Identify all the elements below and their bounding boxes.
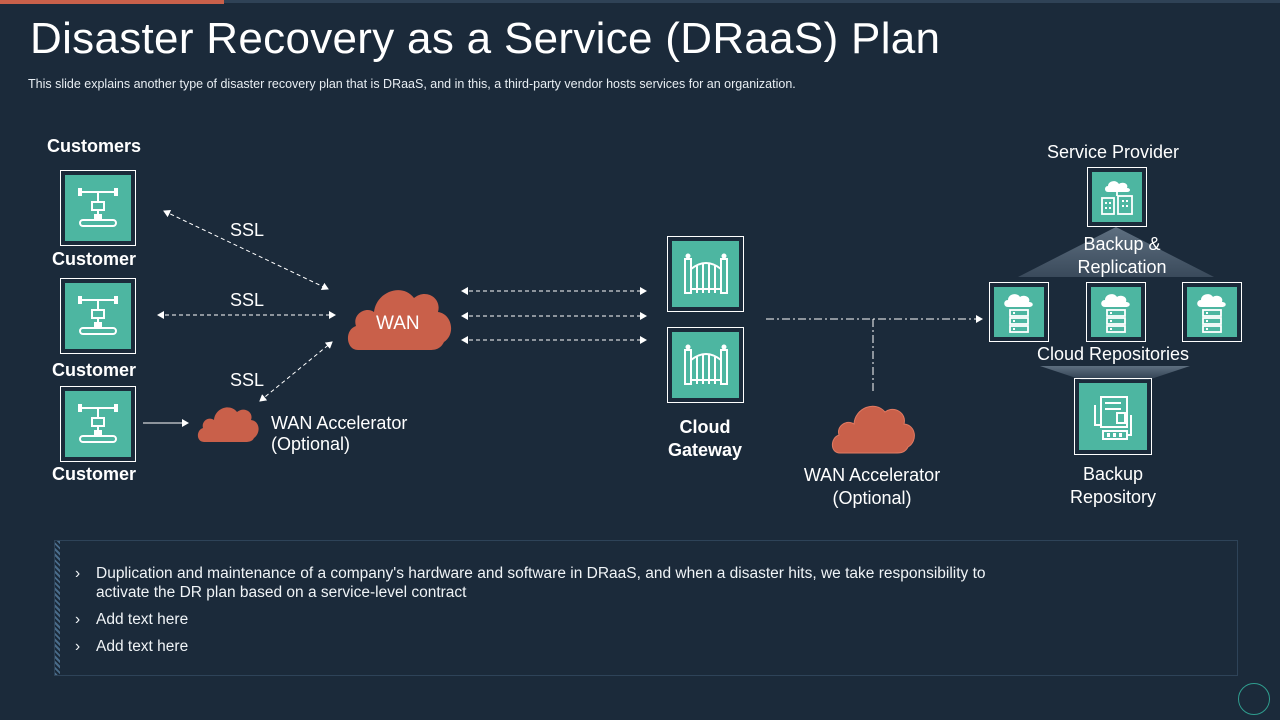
top-rule (0, 0, 1280, 3)
wan-label: WAN (376, 313, 420, 334)
slide-title: Disaster Recovery as a Service (DRaaS) P… (30, 14, 941, 63)
workflow-icon (78, 404, 118, 443)
backup-replication-label: Backup & Replication (1077, 234, 1167, 277)
cloud-server-icon (1101, 294, 1130, 333)
cloud-repositories-label: Cloud Repositories (1036, 344, 1190, 364)
ssl-arrow-3 (259, 341, 333, 402)
bullets-accent-bar (55, 541, 60, 675)
customer-2-label: Customer (52, 360, 137, 380)
bullet-1-line-2: activate the DR plan based on a service-… (96, 584, 467, 601)
cloud-building-icon (1101, 181, 1133, 215)
wan-accelerator-cloud-icon[interactable] (830, 398, 916, 454)
ssl-arrow-1 (163, 209, 329, 291)
cloud-repository-node-3[interactable] (1182, 282, 1242, 342)
cloud-repository-node-2[interactable] (1086, 282, 1146, 342)
backup-repository-node[interactable] (1074, 378, 1152, 455)
customer-1-node[interactable] (60, 170, 136, 246)
chevron-right-icon: › (75, 638, 81, 655)
workflow-icon (78, 296, 118, 335)
chevron-right-icon: › (75, 611, 81, 628)
bullet-3-text: Add text here (96, 638, 189, 655)
service-provider-node[interactable] (1087, 167, 1147, 227)
customer-2-node[interactable] (60, 278, 136, 354)
cloud-gateway-node-1[interactable] (667, 236, 744, 312)
backup-repository-label: Backup Repository (1069, 464, 1157, 507)
cloud-gateway-node-2[interactable] (667, 327, 744, 403)
gate-icon (683, 253, 728, 294)
ssl-label-1: SSL (230, 220, 265, 240)
bullet-2-text: Add text here (96, 611, 189, 628)
top-accent-bar (0, 0, 224, 4)
wan-accelerator-label-left: WAN Accelerator (Optional) (271, 413, 408, 454)
customers-heading: Customers (47, 136, 142, 156)
gate-icon (683, 344, 728, 385)
wan-cloud-icon[interactable] (344, 280, 456, 352)
backup-storage-icon (1094, 395, 1132, 440)
cloud-gateway-label: Cloud Gateway (667, 417, 743, 460)
customer-3-label: Customer (52, 464, 137, 484)
workflow-icon (78, 188, 118, 227)
bullet-1-line-1: Duplication and maintenance of a company… (96, 565, 986, 582)
cloud-repositories-connector-shape (1040, 366, 1190, 380)
ssl-label-2: SSL (230, 290, 265, 310)
chevron-right-icon: › (75, 565, 81, 582)
wan-accelerator-label-right: WAN Accelerator (Optional) (803, 465, 941, 508)
wan-accelerator-cloud-icon[interactable] (196, 401, 260, 443)
cloud-server-icon (1004, 294, 1033, 333)
bullets-panel: › Duplication and maintenance of a compa… (54, 540, 1238, 676)
customer-1-label: Customer (52, 249, 137, 269)
slide-subtitle: This slide explains another type of disa… (28, 77, 796, 91)
ssl-label-3: SSL (230, 370, 265, 390)
cloud-server-icon (1197, 294, 1226, 333)
corner-circle-decoration (1238, 683, 1270, 715)
customer-3-node[interactable] (60, 386, 136, 462)
cloud-repository-node-1[interactable] (989, 282, 1049, 342)
service-provider-label: Service Provider (1046, 142, 1180, 162)
